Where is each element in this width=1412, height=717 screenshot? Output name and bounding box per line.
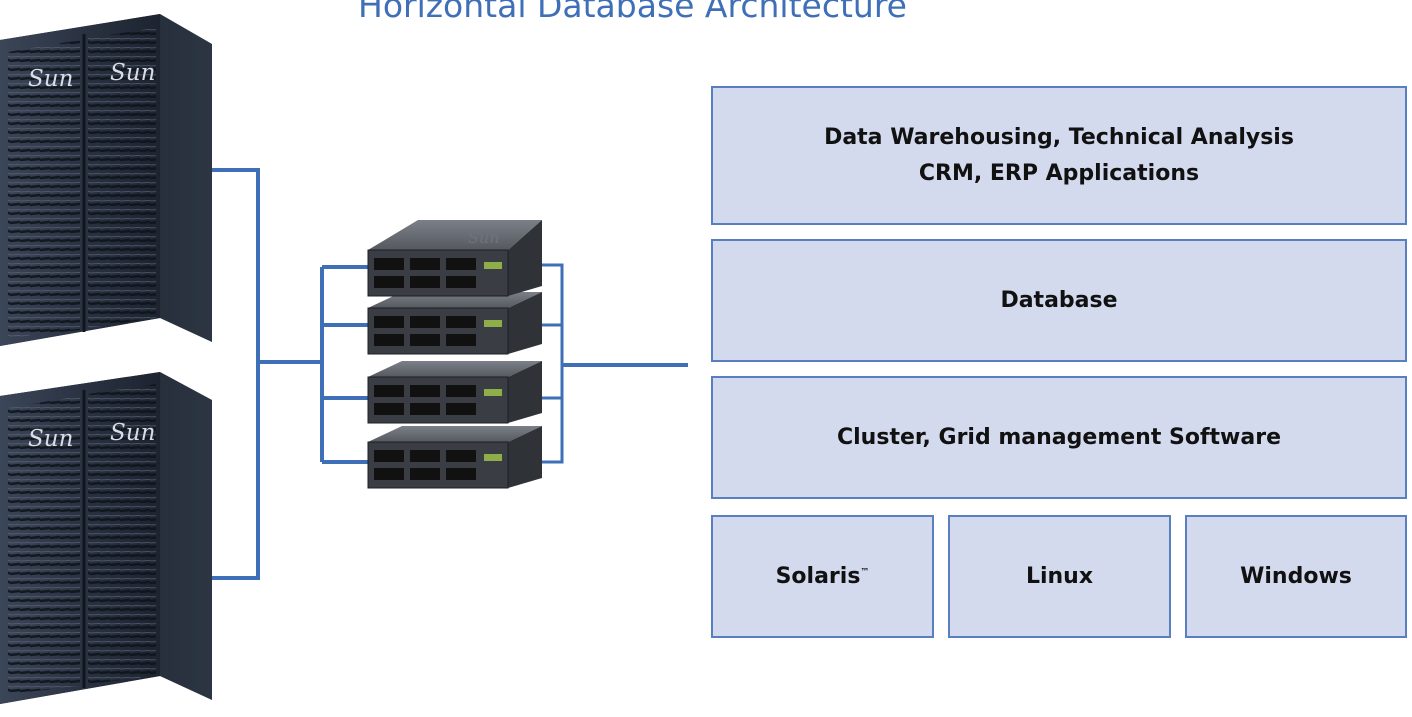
sun-logo: Sun xyxy=(468,228,500,247)
applications-line-2: CRM, ERP Applications xyxy=(918,160,1200,186)
os-linux: Linux xyxy=(948,515,1171,638)
os-linux-label: Linux xyxy=(1025,563,1094,589)
database-layer: Database xyxy=(711,239,1407,362)
sun-logo: Sun xyxy=(110,420,155,446)
os-windows: Windows xyxy=(1185,515,1407,638)
applications-line-1: Data Warehousing, Technical Analysis xyxy=(824,125,1294,151)
server-unit: Sun xyxy=(367,220,542,297)
cluster-label: Cluster, Grid management Software xyxy=(837,424,1281,450)
storage-rack-bottom: Sun Sun xyxy=(0,372,212,704)
sun-logo: Sun xyxy=(28,426,73,452)
sun-logo: Sun xyxy=(110,60,155,86)
os-solaris-label: Solaris xyxy=(775,563,861,589)
sun-logo: Sun xyxy=(28,66,73,92)
server-stack: Sun xyxy=(367,220,542,489)
os-windows-label: Windows xyxy=(1240,563,1352,589)
server-unit xyxy=(367,361,542,424)
database-label: Database xyxy=(1000,287,1118,313)
applications-layer: Data Warehousing, Technical Analysis CRM… xyxy=(711,86,1407,225)
os-solaris: Solaris™ xyxy=(711,515,934,638)
trademark-mark: ™ xyxy=(860,567,870,578)
storage-rack-top: Sun Sun xyxy=(0,14,212,346)
server-unit xyxy=(367,292,542,355)
diagram-title: Horizontal Database Architecture xyxy=(358,0,907,25)
cluster-layer: Cluster, Grid management Software xyxy=(711,376,1407,499)
server-unit xyxy=(367,426,542,489)
